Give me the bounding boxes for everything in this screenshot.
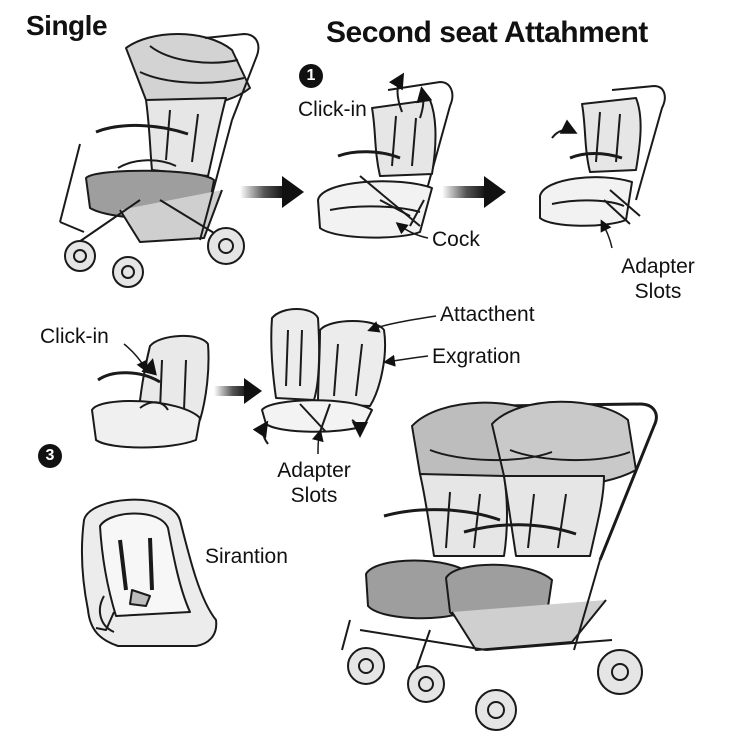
stroller-adapter-slots-illustration (539, 85, 666, 249)
single-stroller-illustration (59, 33, 260, 288)
label-click-in-mid: Click-in (40, 325, 109, 348)
stroller-click-in-illustration (317, 72, 454, 239)
step-3-marker: 3 (38, 444, 62, 468)
title-single: Single (26, 10, 108, 41)
label-adapter-slots-mid: Adapter Slots (277, 459, 351, 507)
seat-click-in-illustration (91, 334, 210, 449)
label-cock: Cock (432, 228, 480, 251)
title-second-seat-attachment: Second seat Attahment (326, 16, 648, 49)
arrow-right-icon (214, 378, 262, 404)
arrow-right-icon (240, 176, 304, 208)
label-sirantion: Sirantion (205, 545, 288, 568)
step-1-marker: 1 (299, 64, 323, 88)
label-attachment: Attacthent (440, 303, 535, 326)
arrow-right-icon (442, 176, 506, 208)
label-click-in-top: Click-in (298, 98, 367, 121)
infant-seat-illustration (80, 498, 218, 647)
double-seat-attachment-illustration (252, 308, 437, 455)
label-adapter-slots-top: Adapter Slots (621, 255, 695, 303)
label-expiration: Exgration (432, 345, 521, 368)
double-stroller-illustration (341, 400, 658, 731)
